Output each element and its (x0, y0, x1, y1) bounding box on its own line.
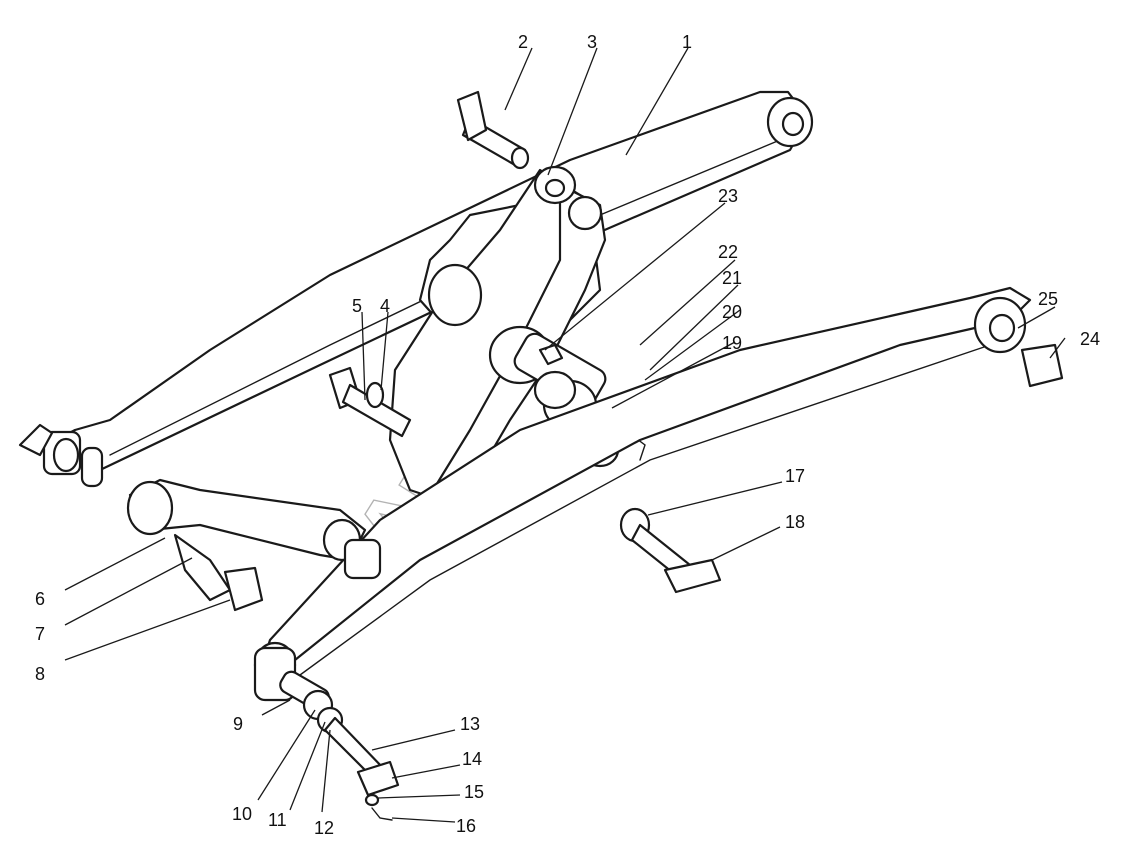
callout-16: 16 (456, 816, 476, 836)
callout-7: 7 (35, 624, 45, 644)
pin-4-5 (328, 366, 412, 438)
callout-18: 18 (785, 512, 805, 532)
callout-1: 1 (682, 32, 692, 52)
lower-reaction-rod (253, 286, 1064, 702)
callout-12: 12 (314, 818, 334, 838)
callout-20: 20 (722, 302, 742, 322)
callout-labels: 2 3 1 23 22 21 20 19 5 4 25 24 17 18 6 7… (35, 32, 1100, 838)
callout-17: 17 (785, 466, 805, 486)
callout-21: 21 (722, 268, 742, 288)
fastener-stack (279, 670, 400, 821)
callout-4: 4 (380, 296, 390, 316)
callout-14: 14 (462, 749, 482, 769)
callout-8: 8 (35, 664, 45, 684)
callout-9: 9 (233, 714, 243, 734)
callout-24: 24 (1080, 329, 1100, 349)
callout-15: 15 (464, 782, 484, 802)
callout-3: 3 (587, 32, 597, 52)
pin-2 (456, 90, 530, 170)
callout-6: 6 (35, 589, 45, 609)
callout-11: 11 (268, 810, 287, 830)
callout-2: 2 (518, 32, 528, 52)
leader-lines (64, 47, 1066, 823)
callout-25: 25 (1038, 289, 1058, 309)
callout-10: 10 (232, 804, 252, 824)
callout-5: 5 (352, 296, 362, 316)
callout-23: 23 (718, 186, 738, 206)
short-link (126, 478, 382, 612)
callout-19: 19 (722, 333, 742, 353)
callout-13: 13 (460, 714, 480, 734)
callout-22: 22 (718, 242, 738, 262)
pin-17-18 (619, 507, 722, 594)
